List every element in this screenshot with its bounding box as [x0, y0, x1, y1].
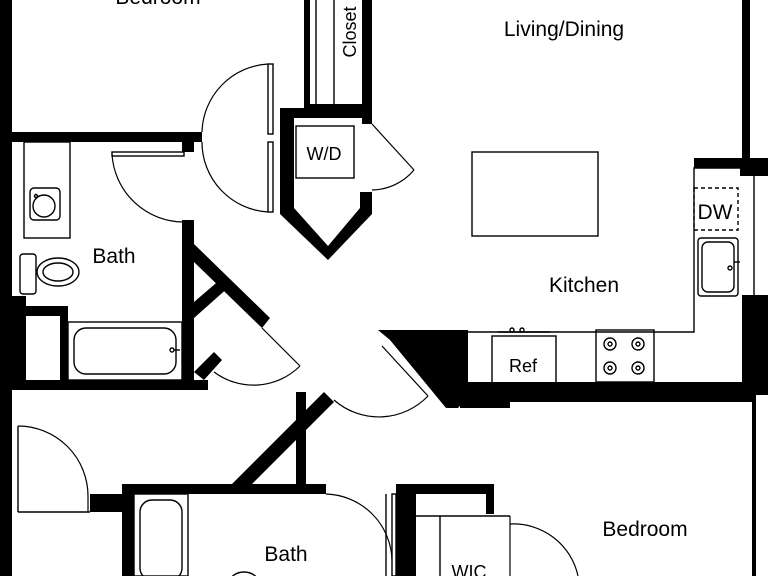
wall-hall-angle-left — [194, 244, 270, 328]
wall-bath-left-bottom — [12, 380, 208, 390]
wall-bottom-rooms-top — [122, 484, 326, 494]
wall-right-thin — [752, 395, 756, 576]
toilet-bottom — [231, 571, 257, 576]
wall-hall-angle-left2 — [194, 278, 230, 318]
stove — [595, 329, 655, 383]
door-entry — [17, 425, 89, 497]
wall-hall-angle-left3 — [194, 352, 222, 380]
label-bedroom-top: Bedroom — [115, 0, 200, 9]
doors — [17, 63, 579, 576]
door-wd — [371, 123, 415, 171]
wall-right-upper — [742, 0, 750, 165]
wall-right-lower — [742, 295, 768, 395]
wall-kitchen-angle — [378, 330, 468, 408]
door-bedroom-top — [267, 63, 274, 135]
wall-bedroom-bottom-b — [182, 132, 194, 152]
label-wd: W/D — [307, 144, 342, 164]
wall-right-kitchen — [740, 158, 768, 176]
label-bath-left: Bath — [92, 245, 135, 268]
label-bedroom-bottom: Bedroom — [602, 518, 687, 541]
washer-dryer-box — [295, 125, 355, 179]
wall-closet-right — [362, 0, 372, 118]
stove-burners — [603, 337, 645, 375]
wall-left-outer — [0, 0, 12, 576]
bathtub-left — [67, 321, 183, 381]
bath-vanity — [23, 141, 71, 239]
wall-wd-enclosure — [280, 108, 372, 260]
wall-hall-angle-bottom-b — [296, 392, 306, 488]
label-ref: Ref — [509, 356, 538, 376]
label-living-dining: Living/Dining — [504, 18, 624, 41]
wall-wic-inner — [486, 484, 494, 514]
wall-kitchen-bottom-b — [460, 396, 510, 408]
wall-right-kitchen-top — [694, 158, 750, 168]
wall-hall-angle-bottom — [232, 392, 334, 488]
door-hall-closet — [261, 327, 301, 367]
dishwasher — [693, 187, 739, 231]
wall-bath-left-divider2 — [60, 306, 68, 390]
label-closet: Closet — [340, 6, 360, 57]
label-dw: DW — [698, 201, 733, 224]
wall-closet-left — [304, 0, 310, 110]
bath-sink — [29, 187, 61, 221]
wall-bath-left-inner — [12, 296, 26, 390]
kitchen-island — [471, 151, 599, 237]
wall-bath-left-right — [182, 220, 194, 390]
wall-wic-left — [408, 490, 416, 576]
kitchen-counter — [468, 167, 742, 333]
label-kitchen: Kitchen — [549, 274, 619, 297]
door-bath-left-inner — [111, 151, 185, 157]
door-wic — [509, 523, 579, 576]
fixtures — [17, 0, 755, 576]
label-wic: WIC — [452, 562, 487, 576]
wall-kitchen-bottom — [446, 382, 752, 402]
toilet — [19, 253, 80, 295]
door-kitchen-angle — [381, 345, 429, 397]
kitchen-sink — [697, 237, 739, 297]
wall-bedroom-bottom-a — [12, 132, 202, 142]
wall-bath-bottom-right — [396, 484, 408, 576]
label-bath-bottom: Bath — [264, 543, 307, 566]
labels: Bedroom Closet Living/Dining W/D DW Bath… — [92, 0, 732, 576]
wall-bath-left-divider — [12, 306, 68, 316]
refrigerator — [491, 335, 557, 393]
bathtub-bottom — [133, 493, 189, 576]
wall-bottom-rooms-top-b — [398, 484, 494, 494]
door-bath-left — [267, 141, 274, 213]
door-bath-bottom — [391, 493, 397, 576]
wall-bath-bottom-left — [122, 484, 134, 576]
